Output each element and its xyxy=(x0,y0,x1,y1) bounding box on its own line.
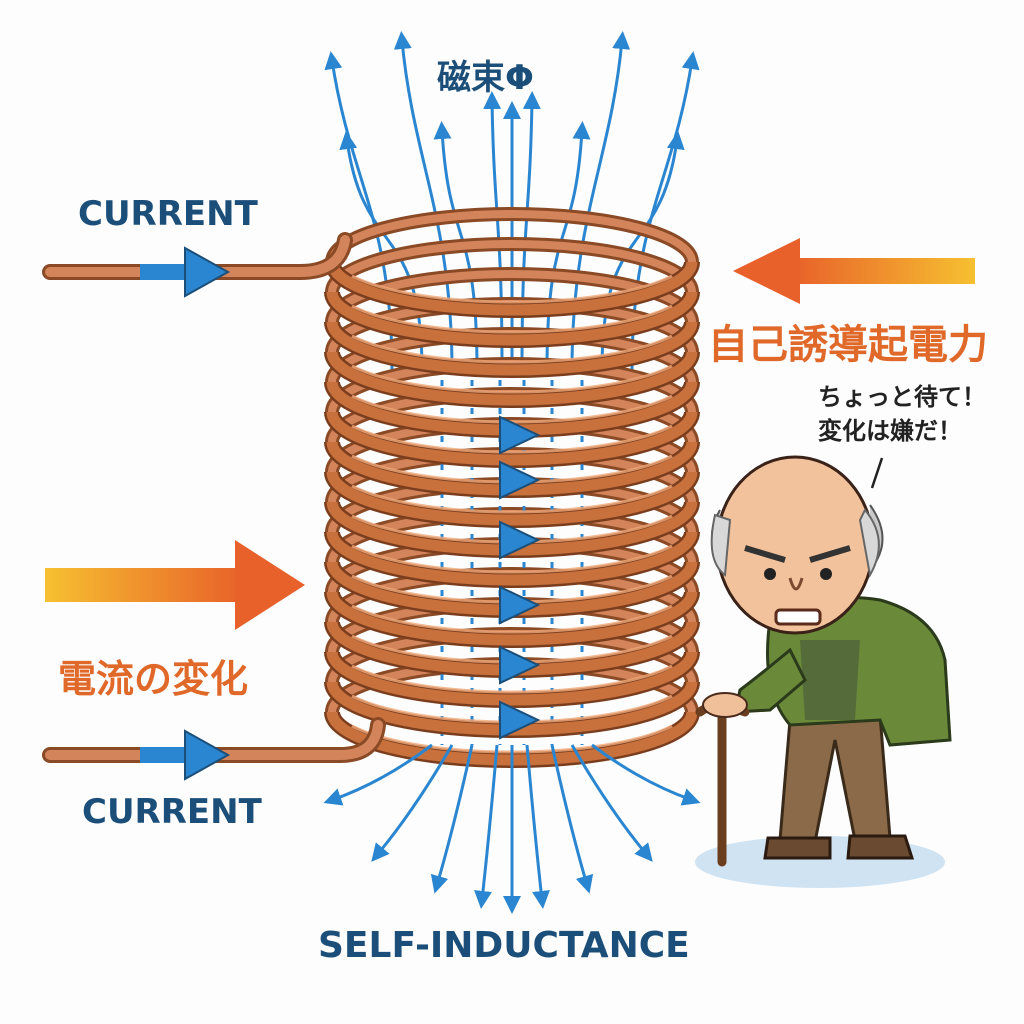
lead-wire-top xyxy=(42,232,353,280)
field-direction-arrow-icon xyxy=(499,520,541,560)
magnetic-field-lines-bottom xyxy=(323,743,701,914)
current-label-bottom: CURRENT xyxy=(82,792,262,832)
field-direction-arrow-icon xyxy=(499,585,541,625)
field-direction-arrow-icon xyxy=(499,645,541,685)
current-change-label: 電流の変化 xyxy=(58,657,249,701)
field-line-bottom xyxy=(371,744,454,862)
field-line-bottom xyxy=(591,743,701,806)
lead-wire-bottom xyxy=(42,717,386,763)
field-direction-arrow-icon xyxy=(499,700,541,740)
field-line-bottom xyxy=(474,744,499,909)
emf-opposing-arrow-icon xyxy=(733,238,975,304)
field-line-bottom xyxy=(570,744,653,862)
field-line-bottom xyxy=(323,743,433,806)
field-line-bottom xyxy=(525,744,550,909)
field-line-top xyxy=(339,131,424,371)
grumpy-old-man-illustration xyxy=(695,455,952,888)
copper-coil xyxy=(324,261,700,768)
field-line-bottom xyxy=(550,744,594,894)
speech-line-2: 変化は嫌だ！ xyxy=(818,417,962,445)
speech-line-1: ちょっと待て！ xyxy=(818,383,986,411)
field-line-top xyxy=(393,31,454,371)
current-change-arrow-icon xyxy=(45,540,305,630)
field-line-top xyxy=(570,31,631,371)
emf-label: 自己誘導起電力 xyxy=(708,322,988,368)
field-line-top xyxy=(520,91,541,371)
magnetic-flux-title: 磁束Φ xyxy=(437,58,534,98)
current-label-top: CURRENT xyxy=(78,194,258,234)
field-line-top xyxy=(483,91,504,371)
field-line-bottom xyxy=(430,744,474,894)
footer-title: SELF-INDUCTANCE xyxy=(318,925,690,966)
current-arrow-bottom-icon xyxy=(140,729,231,781)
field-direction-arrow-icon xyxy=(499,460,541,500)
field-line-top xyxy=(600,131,685,371)
field-direction-arrow-icon xyxy=(499,415,541,455)
speech-bubble: ちょっと待て！ 変化は嫌だ！ xyxy=(818,380,986,448)
current-arrow-top-icon xyxy=(140,246,231,298)
